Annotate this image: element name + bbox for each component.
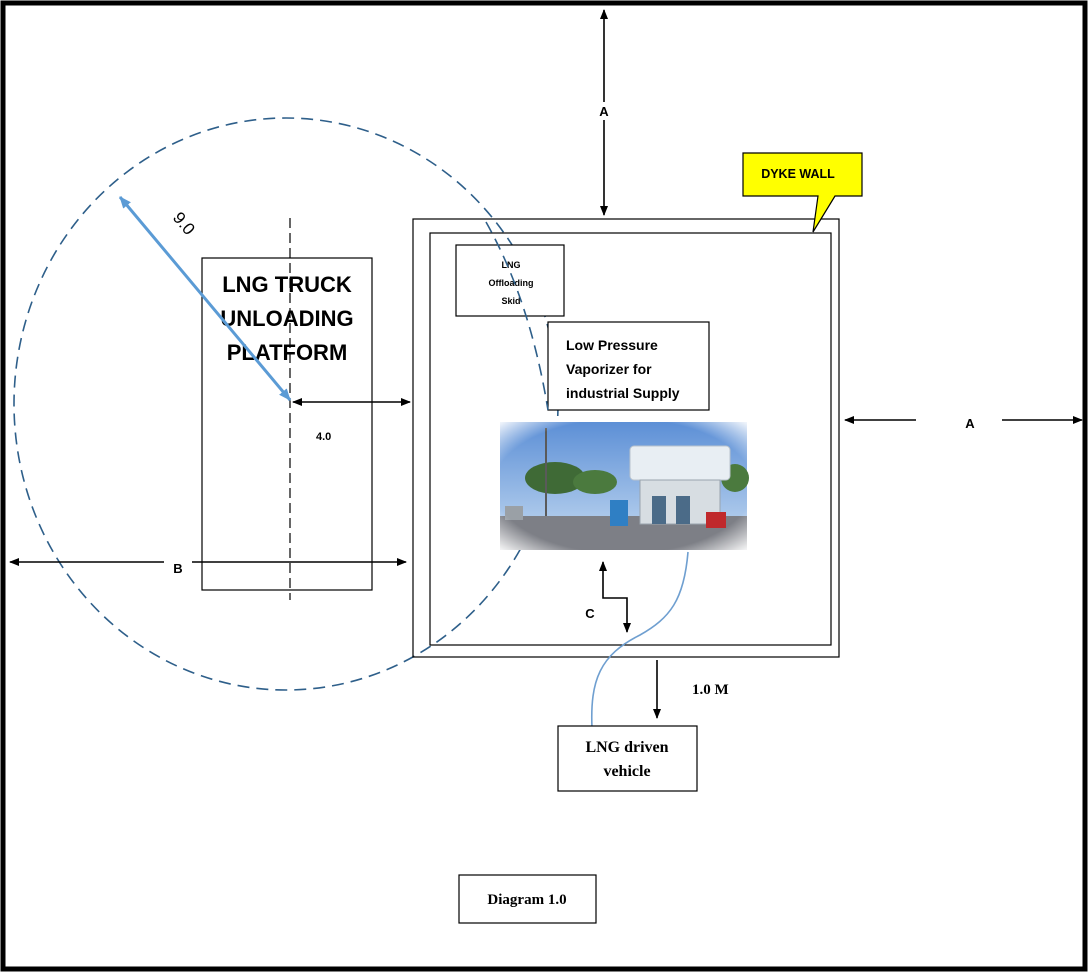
dimension-a-right-label: A — [965, 416, 975, 431]
skid-label-line1: LNG — [502, 260, 521, 270]
dyke-wall-callout — [742, 152, 863, 233]
diagram-caption: Diagram 1.0 — [487, 892, 566, 908]
dimension-a-top-label: A — [599, 104, 609, 119]
vehicle-label-line2: vehicle — [603, 763, 650, 780]
dimension-b-label: B — [173, 561, 182, 576]
hazard-zone-circle — [13, 117, 559, 691]
distance-label: 1.0 M — [692, 682, 729, 698]
diagram-caption-box — [458, 874, 597, 924]
vaporizer-label-line2: Vaporizer for — [566, 361, 652, 377]
radius-label: 9.0 — [169, 208, 199, 238]
radius-arrow — [118, 196, 292, 401]
dyke-wall-inner — [429, 232, 832, 646]
dyke-wall-outer — [412, 218, 840, 658]
lng-vehicle-box — [557, 725, 698, 792]
dimension-a-top-gap — [596, 102, 612, 120]
skid-label-line3: Skid — [501, 296, 520, 306]
lng-offloading-skid — [455, 244, 565, 317]
vaporizer-label-line3: industrial Supply — [566, 385, 680, 401]
vaporizer-label-line1: Low Pressure — [566, 337, 658, 353]
offset-label: 4.0 — [316, 431, 331, 443]
dyke-wall-callout-text: DYKE WALL — [761, 167, 835, 181]
vehicle-label-line1: LNG driven — [585, 739, 668, 756]
dimension-c-arrow — [599, 561, 631, 633]
supply-hose-line — [590, 551, 689, 729]
dimension-c-label: C — [585, 606, 595, 621]
dimension-b-gap — [164, 556, 192, 570]
lng-station-photo-icon — [500, 422, 749, 550]
vaporizer-box — [547, 321, 710, 411]
hazard-zone-arc-overlay — [485, 221, 549, 411]
platform-label-line2: UNLOADING — [220, 306, 353, 331]
skid-label-line2: Offloading — [489, 278, 534, 288]
platform-label-line1: LNG TRUCK — [222, 272, 352, 297]
